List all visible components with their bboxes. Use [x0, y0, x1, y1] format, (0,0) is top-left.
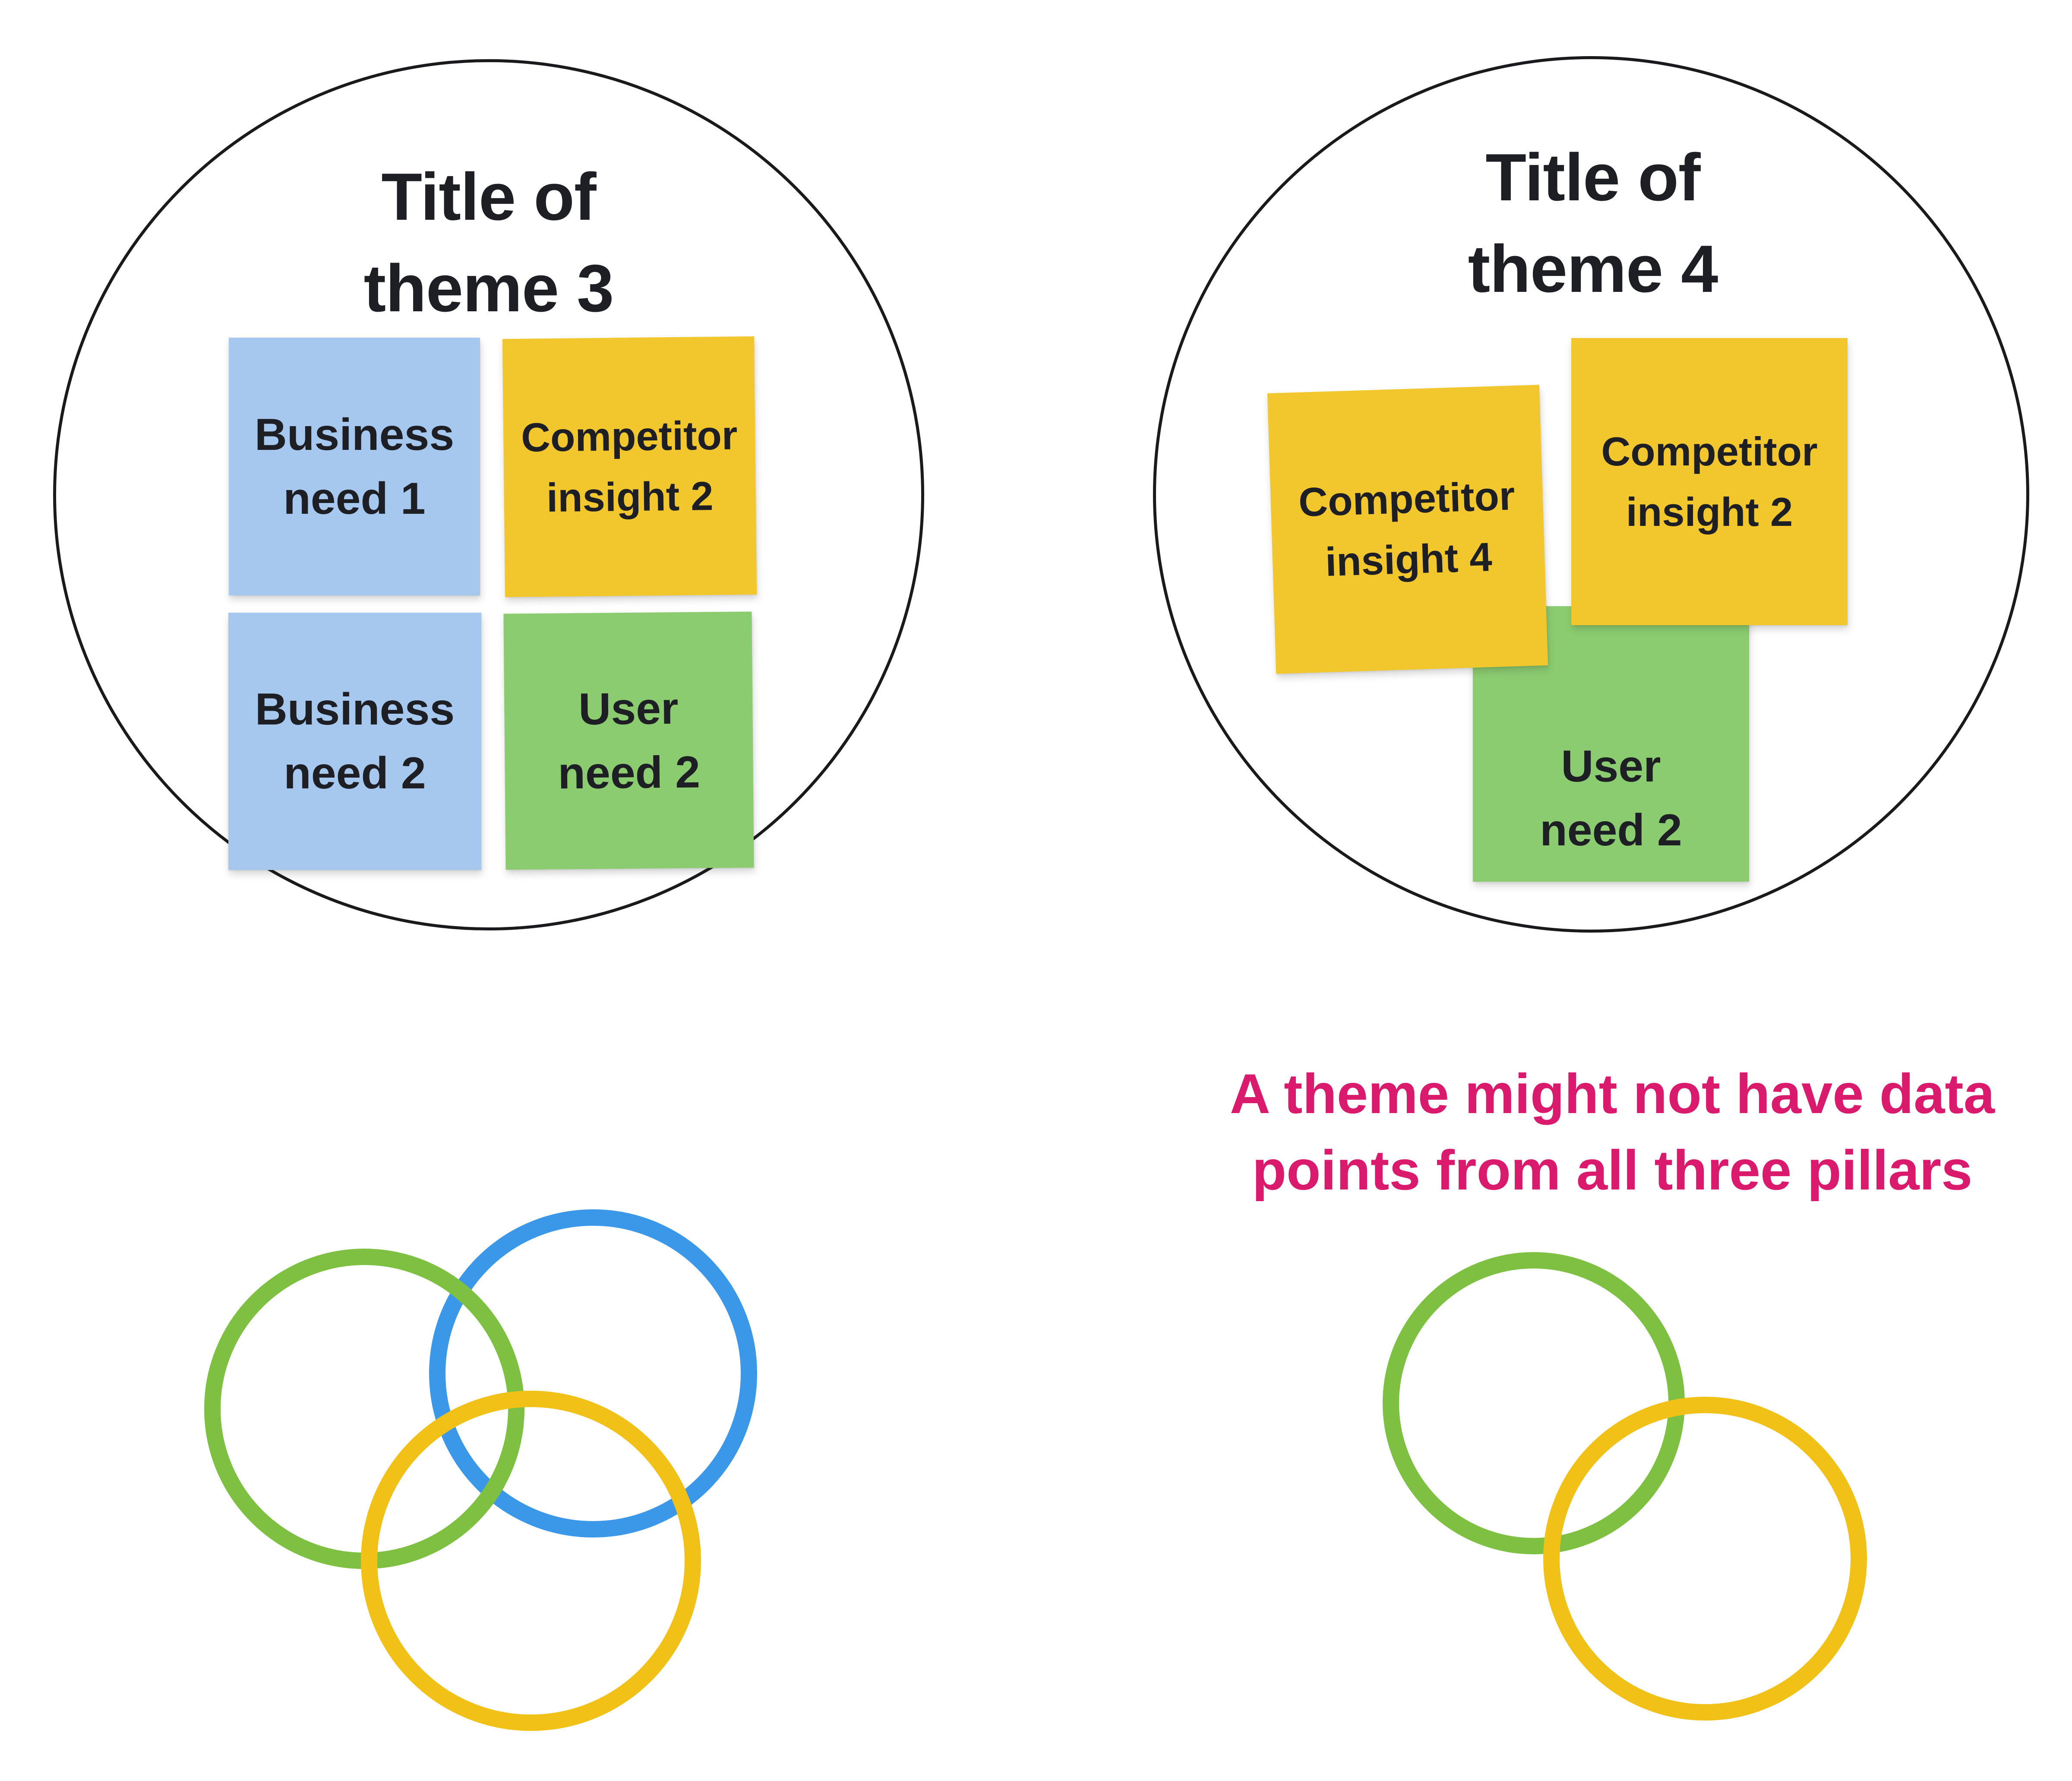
- sticky-note-label: Competitor insight 2: [521, 412, 738, 521]
- sticky-note-label: Competitor insight 2: [1601, 428, 1818, 535]
- sticky-note-label: Business need 1: [254, 409, 455, 524]
- sticky-note-competitor-insight-4: Competitor insight 4: [1267, 385, 1548, 674]
- sticky-note-label: Business need 2: [255, 684, 455, 798]
- sticky-note-user-need-2: User need 2: [1473, 606, 1749, 882]
- sticky-note-competitor-insight-2: Competitor insight 2: [1571, 338, 1848, 625]
- sticky-note-label: Competitor insight 4: [1298, 473, 1516, 585]
- theme3-title: Title of theme 3: [363, 159, 614, 326]
- theme3-circle-outline: [53, 59, 924, 930]
- sticky-note-user-need-2: User need 2: [503, 611, 754, 870]
- theme4-title: Title of theme 4: [1468, 140, 1718, 306]
- annotation-text: A theme might not have data points from …: [1229, 1062, 1995, 1202]
- sticky-note-competitor-insight-2: Competitor insight 2: [502, 336, 757, 598]
- sticky-note-business-need-2: Business need 2: [228, 613, 481, 870]
- sticky-note-business-need-1: Business need 1: [229, 338, 480, 595]
- theme4-circle-outline: [1153, 56, 2029, 933]
- venn-right-yellow-ring: [1543, 1397, 1867, 1721]
- sticky-note-label: User need 2: [1540, 741, 1682, 855]
- venn-left-yellow-ring: [361, 1391, 701, 1731]
- sticky-note-label: User need 2: [557, 683, 701, 798]
